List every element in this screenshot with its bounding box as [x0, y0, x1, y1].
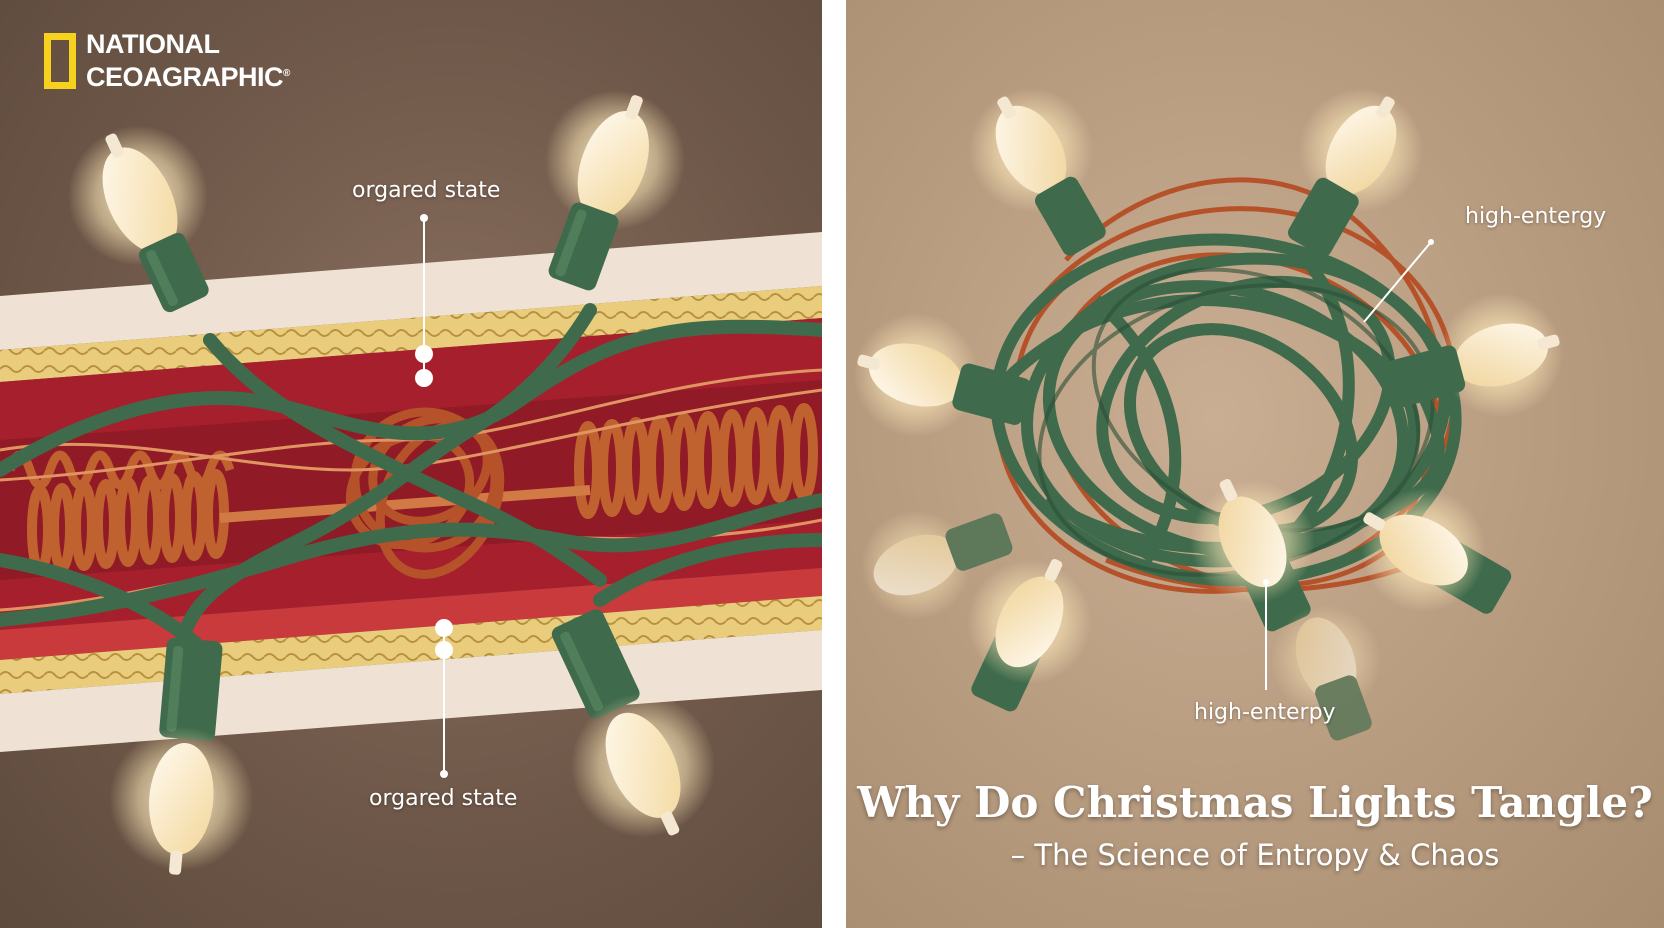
label-ordered-state-bottom: orgared state: [369, 786, 518, 811]
bulb-top-right: [1288, 88, 1423, 257]
logo-line-1: NATIONAL: [86, 29, 220, 59]
bulb-bottom-blurred: [1271, 605, 1381, 741]
panel-divider: [822, 0, 846, 928]
tray-gold-band-top: [0, 286, 822, 382]
callout-line-top-right: [1363, 241, 1432, 323]
bulb-bottom-left: [109, 637, 254, 875]
tray-top-edge: [0, 232, 822, 350]
ordered-state-panel: NATIONAL CEOAGRAPHIC® orgared state orga…: [0, 0, 822, 928]
national-geographic-logo: NATIONAL CEOAGRAPHIC®: [44, 30, 290, 92]
ordered-lights-illustration: [0, 90, 822, 875]
label-high-energy-top-right: high-entergy: [1465, 204, 1607, 229]
bulb-top-left: [67, 125, 209, 313]
green-wires: [0, 303, 822, 667]
bulb-bottom-right: [1361, 488, 1512, 614]
headline-subtitle: – The Science of Entropy & Chaos: [1010, 838, 1500, 872]
logo-line-2: CEOAGRAPHIC®: [86, 62, 290, 92]
headline-title: Why Do Christmas Lights Tangle?: [857, 778, 1653, 827]
bulb-bottom-far-left: [861, 510, 1013, 620]
bulb-bottom-left: [967, 559, 1092, 712]
tangled-lights-illustration: [854, 88, 1563, 741]
bulb-left: [854, 313, 1031, 437]
logo-yellow-frame: [44, 33, 76, 89]
bulb-top-left: [969, 88, 1106, 256]
bulb-bottom-right: [551, 609, 716, 838]
label-ordered-state-top: orgared state: [352, 178, 501, 203]
right-copper-coil: [574, 403, 818, 519]
label-high-energy-bottom: high-enterpy: [1194, 700, 1336, 725]
bulb-top-right: [545, 90, 685, 291]
tangled-state-panel: high-entergy high-enterpy Why Do Christm…: [846, 0, 1664, 928]
bulb-bottom-center: [1190, 479, 1315, 632]
bulb-right: [1386, 293, 1563, 417]
